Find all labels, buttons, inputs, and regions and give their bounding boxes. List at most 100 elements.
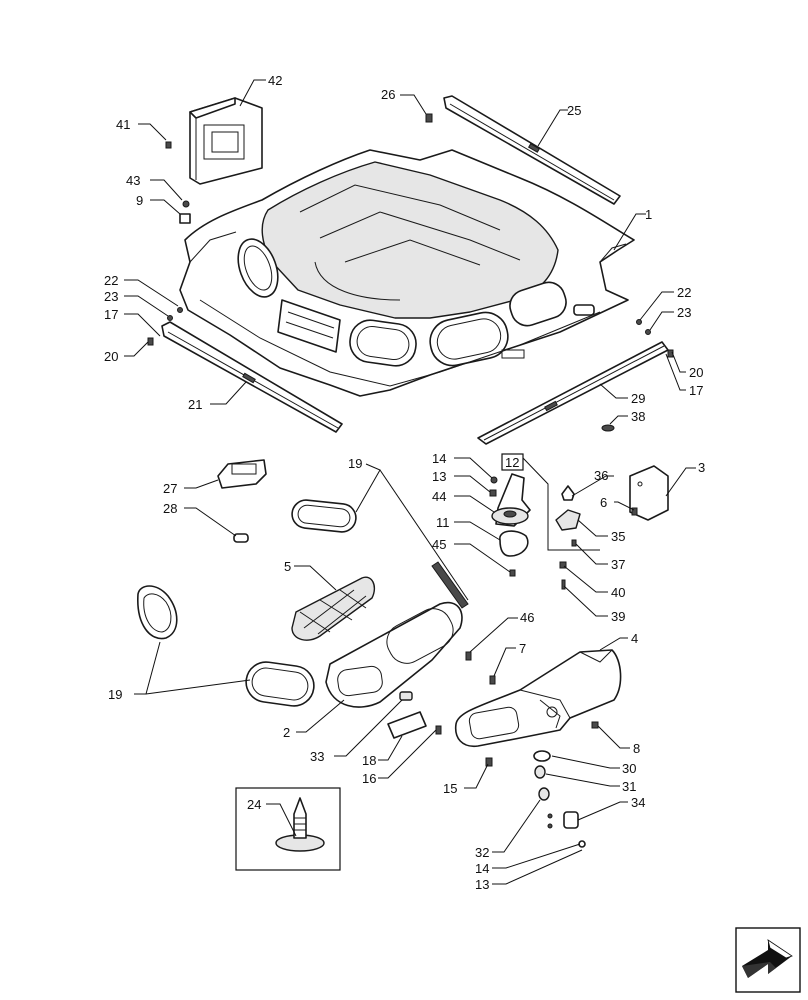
part-19-seal-oval xyxy=(245,661,315,707)
part-24-inset-frame xyxy=(235,787,341,871)
callout-4: 4 xyxy=(631,631,638,646)
callout-36: 36 xyxy=(594,468,608,483)
part-18-label xyxy=(387,711,427,739)
part-7-screw xyxy=(489,675,496,685)
part-5-pad xyxy=(291,576,376,641)
callout-43: 43 xyxy=(126,173,140,188)
part-26-screw xyxy=(425,113,433,123)
callout-23-left: 23 xyxy=(104,289,118,304)
callout-1: 1 xyxy=(645,207,652,222)
part-8-nut xyxy=(591,721,599,729)
callout-17-left: 17 xyxy=(104,307,118,322)
part-25-rail xyxy=(443,95,621,205)
part-38-pin xyxy=(601,424,615,432)
part-39-screw xyxy=(561,579,566,590)
part-28-bulb xyxy=(233,533,249,543)
part-46-screw xyxy=(465,651,472,661)
part-34-holder xyxy=(563,811,579,829)
fasteners-top xyxy=(147,113,674,432)
part-40-nut xyxy=(559,561,567,569)
callout-22-left: 22 xyxy=(104,273,118,288)
callout-40: 40 xyxy=(611,585,625,600)
part-35-bracket xyxy=(555,509,581,531)
callout-21: 21 xyxy=(188,397,202,412)
callout-38: 38 xyxy=(631,409,645,424)
part-33-clip xyxy=(399,691,413,701)
callout-23-right: 23 xyxy=(677,305,691,320)
callout-16: 16 xyxy=(362,771,376,786)
part-3-panel xyxy=(629,465,669,521)
callout-45: 45 xyxy=(432,537,446,552)
callout-35: 35 xyxy=(611,529,625,544)
part-27-lamp xyxy=(217,459,267,543)
callout-5: 5 xyxy=(284,559,291,574)
callout-44: 44 xyxy=(432,489,446,504)
callout-20-right: 20 xyxy=(689,365,703,380)
part-21-rail xyxy=(161,321,343,433)
part-32-socket xyxy=(538,787,550,801)
part-41-clip xyxy=(165,141,172,149)
callout-24: 24 xyxy=(247,797,261,812)
callout-labels: 42 41 26 25 43 9 1 22 23 17 20 22 23 20 … xyxy=(104,73,705,892)
callout-11: 11 xyxy=(436,515,450,530)
part-4-duct xyxy=(454,649,622,748)
part-19-seal-strip xyxy=(431,561,469,609)
callout-9: 9 xyxy=(136,193,143,208)
part-30-ring xyxy=(533,750,551,762)
leader-lines xyxy=(124,79,696,885)
callout-32: 32 xyxy=(475,845,489,860)
callout-17-right: 17 xyxy=(689,383,703,398)
callout-46: 46 xyxy=(520,610,534,625)
part-19-seal-small xyxy=(291,499,357,533)
callout-12: 12 xyxy=(505,455,519,470)
part-45-plug xyxy=(509,569,516,577)
callout-19-bottom: 19 xyxy=(108,687,122,702)
part-16-screw xyxy=(435,725,442,735)
callout-14-bottom: 14 xyxy=(475,861,489,876)
part-15-clip xyxy=(485,757,493,767)
callout-8: 8 xyxy=(633,741,640,756)
part-2-bezel xyxy=(325,601,463,708)
next-page-arrow-icon[interactable] xyxy=(735,927,801,993)
callout-20-left: 20 xyxy=(104,349,118,364)
callout-3: 3 xyxy=(698,460,705,475)
callout-25: 25 xyxy=(567,103,581,118)
callout-6: 6 xyxy=(600,495,607,510)
callout-28: 28 xyxy=(163,501,177,516)
callout-31: 31 xyxy=(622,779,636,794)
callout-41: 41 xyxy=(116,117,130,132)
callout-22-right: 22 xyxy=(677,285,691,300)
callout-13-top: 13 xyxy=(432,469,446,484)
part-11-gasket xyxy=(499,530,529,557)
callout-14-top: 14 xyxy=(432,451,446,466)
callout-30: 30 xyxy=(622,761,636,776)
callout-37: 37 xyxy=(611,557,625,572)
part-13-nut-a xyxy=(489,489,497,497)
callout-13-bottom: 13 xyxy=(475,877,489,892)
callout-15: 15 xyxy=(443,781,457,796)
callout-27: 27 xyxy=(163,481,177,496)
part-9-clip xyxy=(179,213,191,224)
callout-39: 39 xyxy=(611,609,625,624)
part-42-bracket xyxy=(189,97,263,185)
callout-33: 33 xyxy=(310,749,324,764)
callout-26: 26 xyxy=(381,87,395,102)
part-31-bulb xyxy=(534,765,546,779)
callout-19-top: 19 xyxy=(348,456,362,471)
callout-34: 34 xyxy=(631,795,645,810)
part-43-nut xyxy=(182,200,190,208)
part-6-screw xyxy=(631,507,638,516)
part-37-clip xyxy=(571,539,577,547)
callout-7: 7 xyxy=(519,641,526,656)
callout-18: 18 xyxy=(362,753,376,768)
fasteners-right xyxy=(465,651,599,848)
part-24-inset xyxy=(235,787,341,871)
part-36-nut xyxy=(561,485,575,501)
part-14-washer-a xyxy=(490,476,498,484)
callout-2: 2 xyxy=(283,725,290,740)
callout-29: 29 xyxy=(631,391,645,406)
part-12-box xyxy=(501,453,524,471)
part-19-seal-left xyxy=(137,585,178,640)
